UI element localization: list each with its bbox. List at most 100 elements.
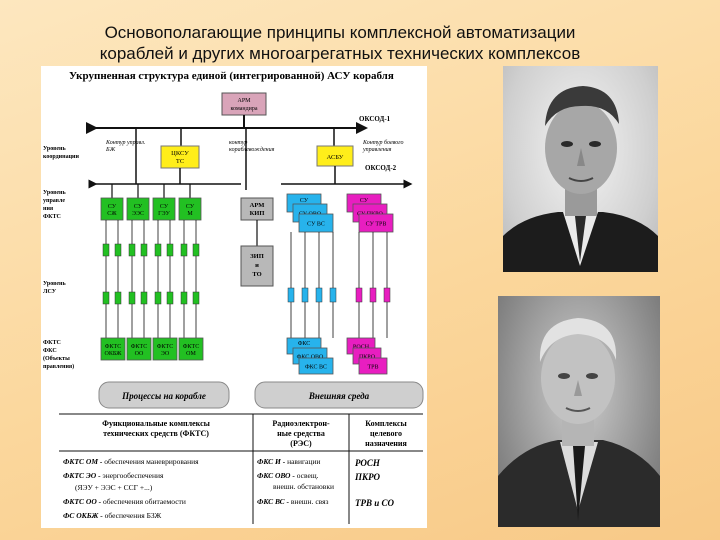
lsu-green	[192, 243, 200, 257]
lsu-pink	[355, 287, 363, 303]
asu-structure-diagram: Укрупненная структура единой (интегриров…	[41, 66, 427, 528]
lsu-green	[102, 291, 110, 305]
su-green-box	[126, 197, 150, 221]
contour-combat-1: Контур боевого	[362, 139, 403, 146]
processes-box	[98, 381, 230, 409]
res-row: ФКС ВС - внешн. связ	[257, 497, 329, 506]
fks-pink-box	[358, 357, 388, 375]
fkts-green-box-text: ФКТС	[183, 344, 199, 350]
lsu-pink	[369, 287, 377, 303]
lsu-pink	[383, 287, 391, 303]
level-lsu-1: Уровень	[43, 281, 66, 287]
lsu-green	[114, 243, 122, 257]
zip-1: ЗИП	[250, 253, 264, 260]
level-ftks-3: ния	[43, 206, 54, 212]
su-green-box	[178, 197, 202, 221]
fks-blue-box	[298, 357, 334, 375]
diagram-shapes: СУСЖФКТСОКБЖСУЭЭСФКТСООСУГЭУФКТСЭОСУМФКТ…	[100, 184, 394, 375]
ftks-row: ФКТС ОМ - обеспечения маневрирования	[63, 457, 199, 466]
level-fks-4: правления)	[43, 363, 74, 370]
su-green-box-text: СУ	[134, 204, 143, 210]
fks-pink-box-text: ТРВ	[367, 365, 378, 371]
lsu-green	[102, 243, 110, 257]
level-ftks-1: Уровень	[43, 190, 66, 196]
tsksu-line2: ТС	[176, 158, 184, 165]
level-coord-1: Уровень	[43, 146, 66, 152]
res-row: ФКС И - навигации	[257, 457, 320, 466]
col2-head-3: (РЭС)	[290, 439, 312, 448]
contour-combat-2: управления	[362, 147, 392, 153]
col3-head-3: назначения	[365, 439, 407, 448]
su-green-box	[152, 197, 176, 221]
ftks-row: ФКТС ЭО - энергообеспечения	[63, 471, 164, 480]
fkts-green-box	[152, 337, 178, 361]
target-complex-row: ПКРО	[354, 472, 380, 482]
title-line-2: кораблей и других многоагрегатных технич…	[99, 44, 581, 63]
su-blue-box-text: СУ	[300, 198, 309, 204]
diagram-heading: Укрупненная структура единой (интегриров…	[69, 70, 394, 82]
level-fks-1: ФКТС	[43, 340, 61, 346]
level-fks-2: ФКС	[43, 348, 57, 354]
su-green-box-text: СЖ	[107, 211, 117, 217]
oksod1-label: ОКСОД-1	[359, 115, 391, 123]
fks-pink-box-text: ПКРО	[359, 355, 376, 361]
lsu-blue	[329, 287, 337, 303]
fkts-green-box	[100, 337, 126, 361]
level-ftks-4: ФКТС	[43, 214, 61, 220]
col1-head-2: технических средств (ФКТС)	[103, 429, 209, 438]
lsu-blue	[301, 287, 309, 303]
contour-nav-1: контур	[229, 140, 247, 146]
zip-to-box	[240, 245, 274, 287]
target-complex-row: РОСН	[355, 458, 381, 468]
fks-pink-box-text: РОСН	[353, 345, 370, 351]
diagram-canvas: Укрупненная структура единой (интегриров…	[43, 70, 424, 524]
external-box	[254, 381, 424, 409]
lsu-green	[140, 291, 148, 305]
level-labels: Уровень координации Уровень управле ния …	[43, 146, 79, 370]
lsu-green	[114, 291, 122, 305]
slide-title: Основополагающие принципы комплексной ав…	[0, 22, 680, 64]
summary-table: Функциональные комплексы технических сре…	[59, 413, 423, 524]
processes-label: Процессы на корабле	[121, 391, 206, 401]
su-green-box-text: СУ	[186, 204, 195, 210]
fkts-green-box-text: ФКТС	[131, 344, 147, 350]
ftks-row: ФС ОКБЖ - обеспечения БЗЖ	[63, 511, 162, 520]
tsksu-line1: ЦКСУ	[171, 150, 189, 157]
contour-bzh-1: Контур управл.	[105, 140, 145, 146]
su-green-box-text: ГЭУ	[158, 211, 170, 217]
col1-head-1: Функциональные комплексы	[102, 419, 211, 428]
res-row: внешн. обстановки	[273, 482, 334, 491]
fkts-green-box	[126, 337, 152, 361]
zip-2: и	[255, 262, 259, 269]
ftks-row: (ЯЭУ + ЭЭС + ССГ +...)	[75, 483, 153, 492]
lsu-green	[180, 243, 188, 257]
portrait-2-drawing	[498, 318, 660, 527]
su-pink-box-text: СУ	[360, 198, 369, 204]
contour-nav-2: кораблевождения	[229, 146, 275, 153]
portrait-photo-1	[503, 66, 658, 272]
fkts-green-box	[178, 337, 204, 361]
fkts-green-box-text: ФКТС	[105, 344, 121, 350]
lsu-green	[180, 291, 188, 305]
portrait-photo-2	[498, 296, 660, 527]
col2-head-2: ные средства	[277, 429, 325, 438]
su-blue-box	[298, 213, 334, 233]
external-label: Внешняя среда	[308, 391, 370, 401]
oksod2-label: ОКСОД-2	[365, 164, 397, 172]
lsu-green	[128, 291, 136, 305]
su-green-box	[100, 197, 124, 221]
lsu-green	[166, 291, 174, 305]
lsu-green	[154, 291, 162, 305]
lsu-blue	[315, 287, 323, 303]
lsu-blue	[287, 287, 295, 303]
lsu-green	[154, 243, 162, 257]
zip-3: ТО	[252, 271, 261, 278]
su-green-box-text: СУ	[108, 204, 117, 210]
fkts-green-box-text: ФКТС	[157, 344, 173, 350]
level-coord-2: координации	[43, 154, 79, 160]
title-line-1: Основополагающие принципы комплексной ав…	[104, 23, 576, 42]
res-row: ФКС ОВО - освещ.	[257, 471, 319, 480]
arm-kip-1: АРМ	[250, 202, 265, 209]
su-green-box-text: М	[187, 211, 193, 217]
fks-blue-box-text: ФКС ВС	[305, 365, 327, 371]
